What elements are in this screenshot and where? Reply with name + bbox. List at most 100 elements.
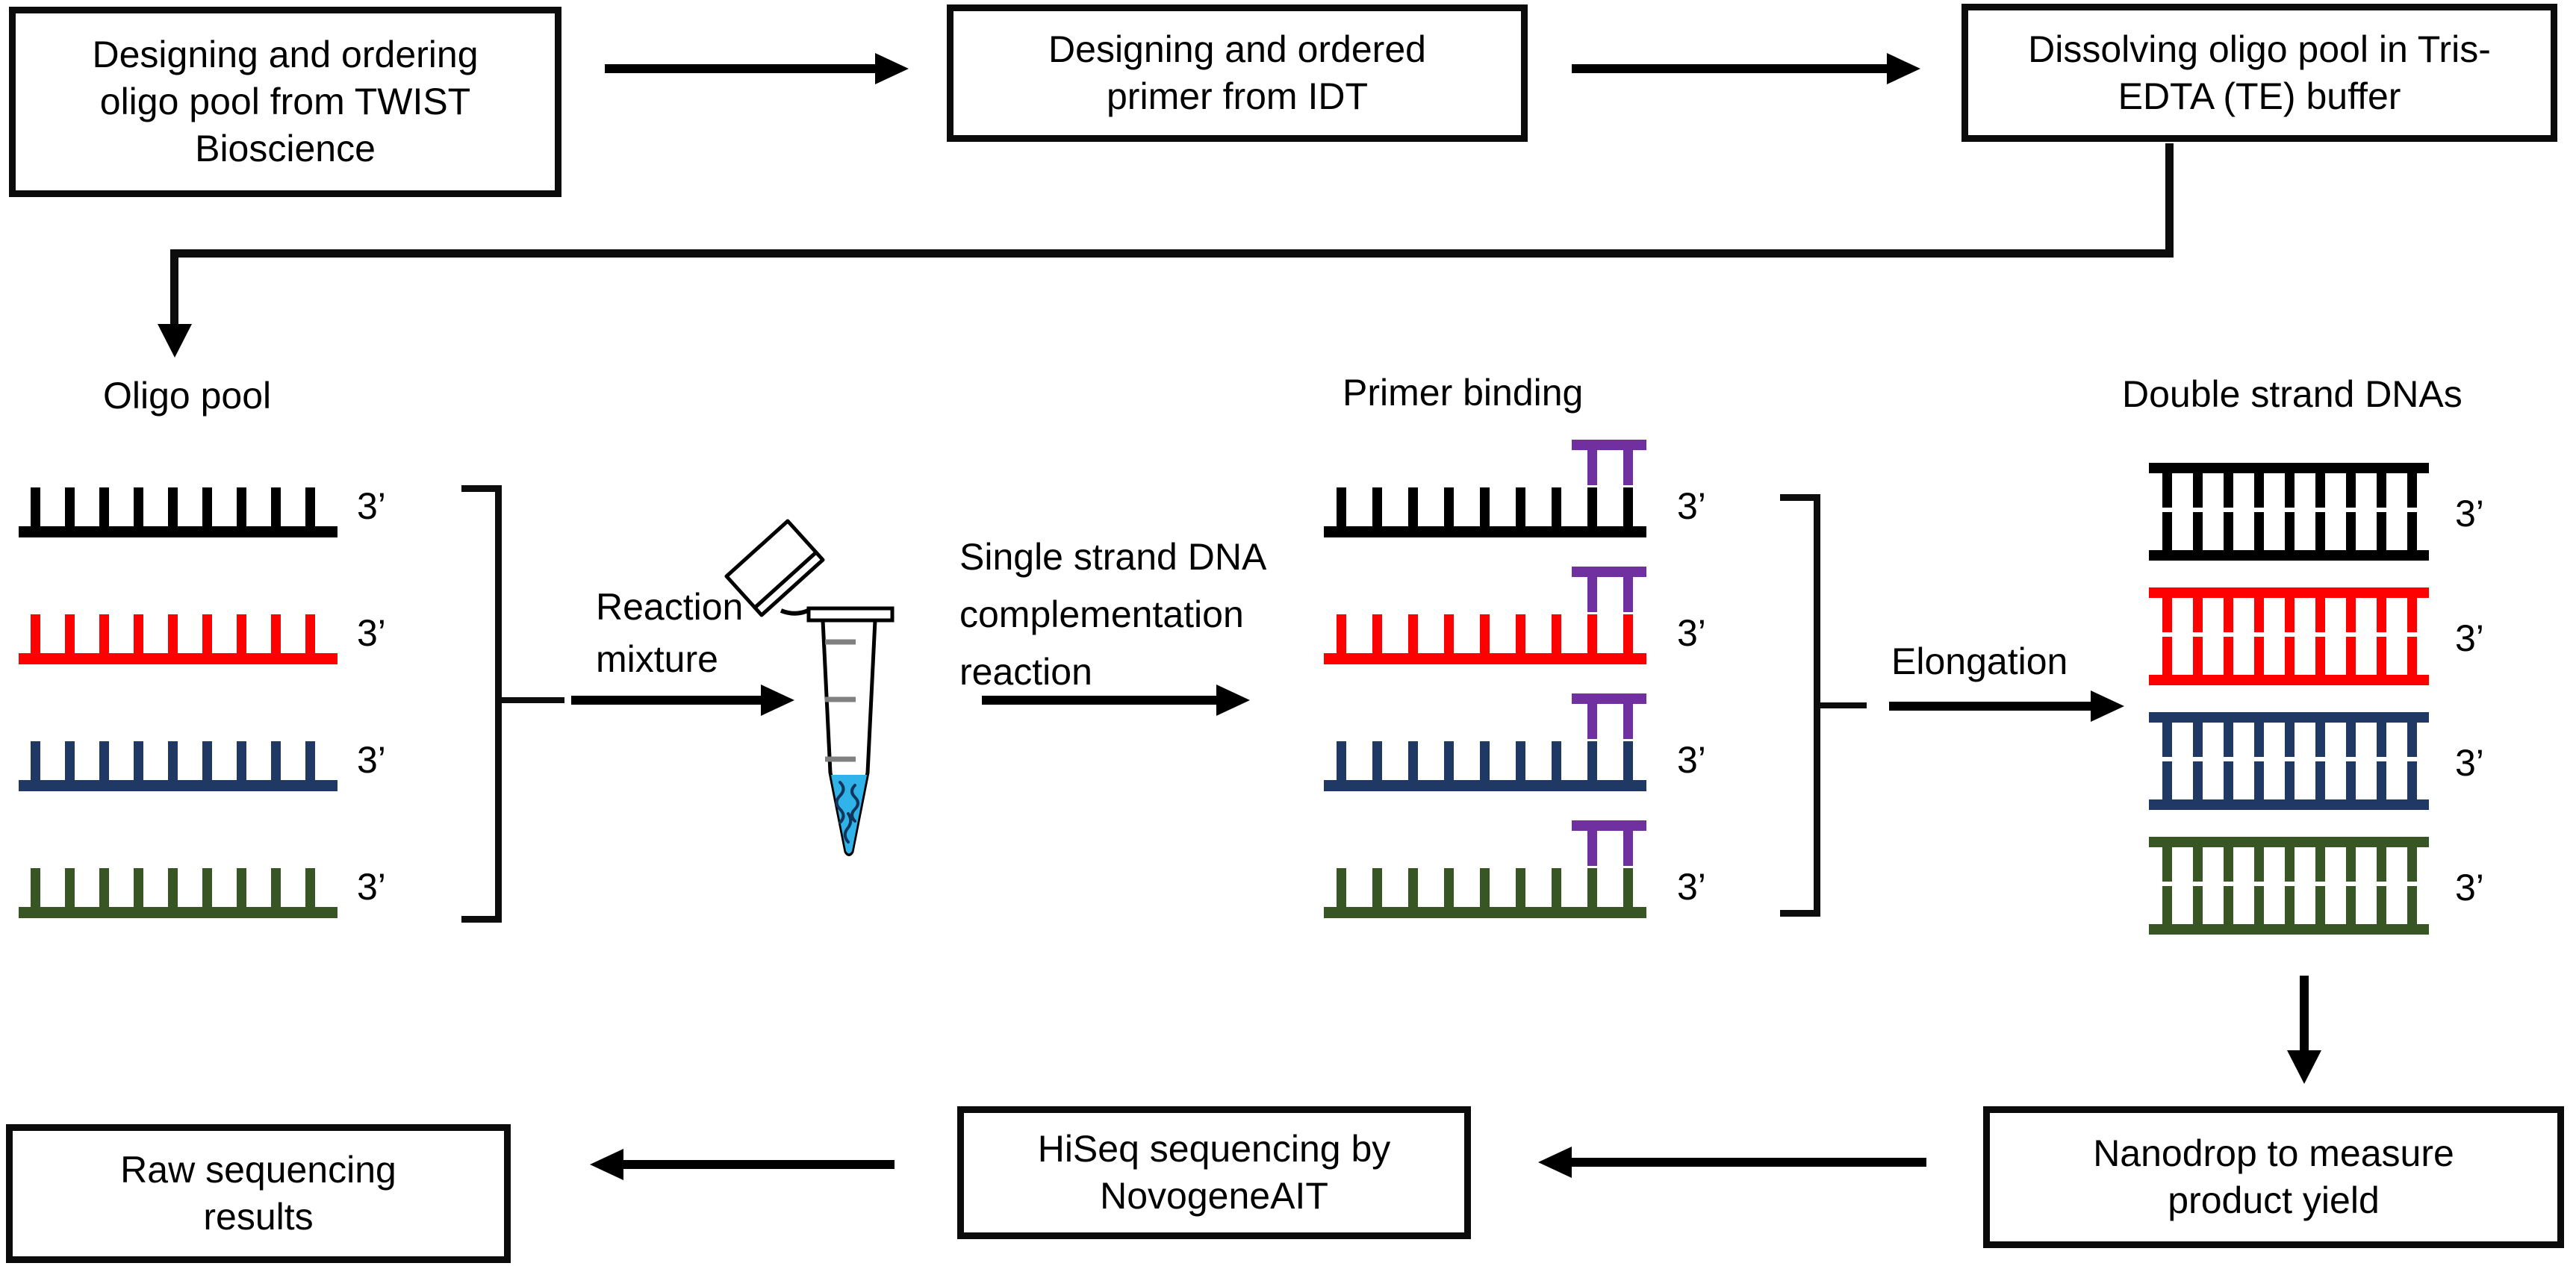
- strand-tick: [237, 614, 246, 653]
- strand-backbone: [1324, 780, 1646, 791]
- three-prime-label: 3’: [1677, 612, 1706, 654]
- strand-backbone: [19, 780, 337, 791]
- strand-tick: [305, 614, 315, 653]
- primer-leg: [1623, 704, 1633, 739]
- strand-tick: [202, 614, 212, 653]
- strand-tick: [1480, 741, 1490, 780]
- tube-cap-hinge: [780, 608, 811, 616]
- strand-tick: [134, 868, 143, 907]
- box-hiseq: HiSeq sequencing by NovogeneAIT: [957, 1106, 1471, 1239]
- three-prime-label: 3’: [2455, 867, 2484, 908]
- bracket-bottom-hook: [461, 916, 502, 923]
- strand-tick: [1516, 741, 1525, 780]
- bracket-stub: [1820, 702, 1867, 708]
- elongation-label: Elongation: [1891, 640, 2068, 682]
- strand-backbone: [1324, 526, 1646, 537]
- strand-tick: [1480, 614, 1490, 653]
- strand-tick: [1516, 487, 1525, 526]
- strand-tick: [168, 614, 178, 653]
- elbow-horizontal: [170, 249, 2174, 258]
- strand-tick: [271, 614, 281, 653]
- primer-top-bar: [1572, 693, 1646, 704]
- three-prime-label: 3’: [2455, 617, 2484, 659]
- ladder-top-rail: [2149, 587, 2429, 598]
- primer-top-bar: [1572, 820, 1646, 831]
- microcentrifuge-tube-icon: [724, 519, 895, 856]
- strand-backbone: [1324, 653, 1646, 664]
- strand-tick: [271, 868, 281, 907]
- arrow-shaft: [605, 64, 877, 73]
- strand-tick: [31, 614, 40, 653]
- strand-tick: [31, 741, 40, 780]
- strand-tick: [1337, 614, 1346, 653]
- strand-tick: [1372, 868, 1382, 907]
- strand-tick: [1408, 614, 1418, 653]
- strand-tick: [271, 487, 281, 526]
- three-prime-label: 3’: [1677, 866, 1706, 908]
- strand-tick: [1444, 868, 1454, 907]
- strand-tick: [1480, 868, 1490, 907]
- arrow-shaft: [571, 696, 762, 705]
- strand-tick: [168, 741, 178, 780]
- box-raw-results: Raw sequencing results: [6, 1124, 511, 1263]
- strand-backbone: [19, 907, 337, 918]
- strand-tick: [1552, 741, 1561, 780]
- strand-tick: [134, 614, 143, 653]
- strand-tick: [1337, 868, 1346, 907]
- primer-leg: [1587, 704, 1597, 739]
- arrow-head-icon: [875, 53, 909, 84]
- strand-tick: [168, 487, 178, 526]
- strand-tick: [65, 487, 75, 526]
- primer-leg: [1587, 831, 1597, 866]
- three-prime-label: 3’: [357, 612, 386, 654]
- ladder-mid-gap: [2153, 882, 2424, 886]
- strand-tick: [305, 487, 315, 526]
- ladder-top-rail: [2149, 463, 2429, 473]
- strand-tick: [168, 868, 178, 907]
- strand-tick: [237, 487, 246, 526]
- box-idt-primer: Designing and ordered primer from IDT: [947, 4, 1528, 142]
- strand-tick: [1408, 487, 1418, 526]
- arrow-shaft: [982, 696, 1218, 705]
- strand-tick: [1623, 741, 1633, 780]
- bracket-vertical: [495, 485, 502, 923]
- strand-tick: [1516, 868, 1525, 907]
- three-prime-label: 3’: [357, 866, 386, 908]
- strand-tick: [65, 614, 75, 653]
- box-hiseq-label: HiSeq sequencing by NovogeneAIT: [1037, 1128, 1391, 1217]
- strand-tick: [31, 868, 40, 907]
- arrow-shaft: [622, 1160, 895, 1169]
- strand-tick: [1408, 868, 1418, 907]
- primer-leg: [1623, 831, 1633, 866]
- strand-tick: [1623, 487, 1633, 526]
- strand-tick: [1444, 487, 1454, 526]
- bracket-top-hook: [461, 485, 502, 492]
- ssdna-complementation-label: Single strand DNA complementation reacti…: [959, 536, 1265, 693]
- primer-leg: [1623, 450, 1633, 485]
- strand-tick: [1444, 614, 1454, 653]
- strand-tick: [271, 741, 281, 780]
- ladder-bottom-rail: [2149, 799, 2429, 810]
- arrow-head-icon: [2091, 690, 2124, 722]
- tube-graduation-marks: [825, 639, 856, 762]
- strand-tick: [305, 741, 315, 780]
- arrow-head-icon: [2287, 1050, 2321, 1084]
- strand-tick: [1444, 741, 1454, 780]
- arrow-shaft: [1570, 1158, 1926, 1167]
- box-raw-label: Raw sequencing results: [120, 1149, 396, 1238]
- strand-tick: [1623, 868, 1633, 907]
- three-prime-label: 3’: [1677, 739, 1706, 781]
- tube-cap-skirt: [753, 550, 825, 617]
- box-nanodrop-label: Nanodrop to measure product yield: [2093, 1132, 2454, 1221]
- arrow-head-icon: [761, 685, 794, 716]
- three-prime-label: 3’: [2455, 493, 2484, 534]
- ladder-mid-gap: [2153, 508, 2424, 512]
- strand-tick: [1408, 741, 1418, 780]
- strand-tick: [1552, 614, 1561, 653]
- arrow-head-icon: [1216, 685, 1250, 716]
- strand-tick: [237, 741, 246, 780]
- strand-tick: [65, 741, 75, 780]
- strand-tick: [1552, 868, 1561, 907]
- three-prime-label: 3’: [357, 485, 386, 527]
